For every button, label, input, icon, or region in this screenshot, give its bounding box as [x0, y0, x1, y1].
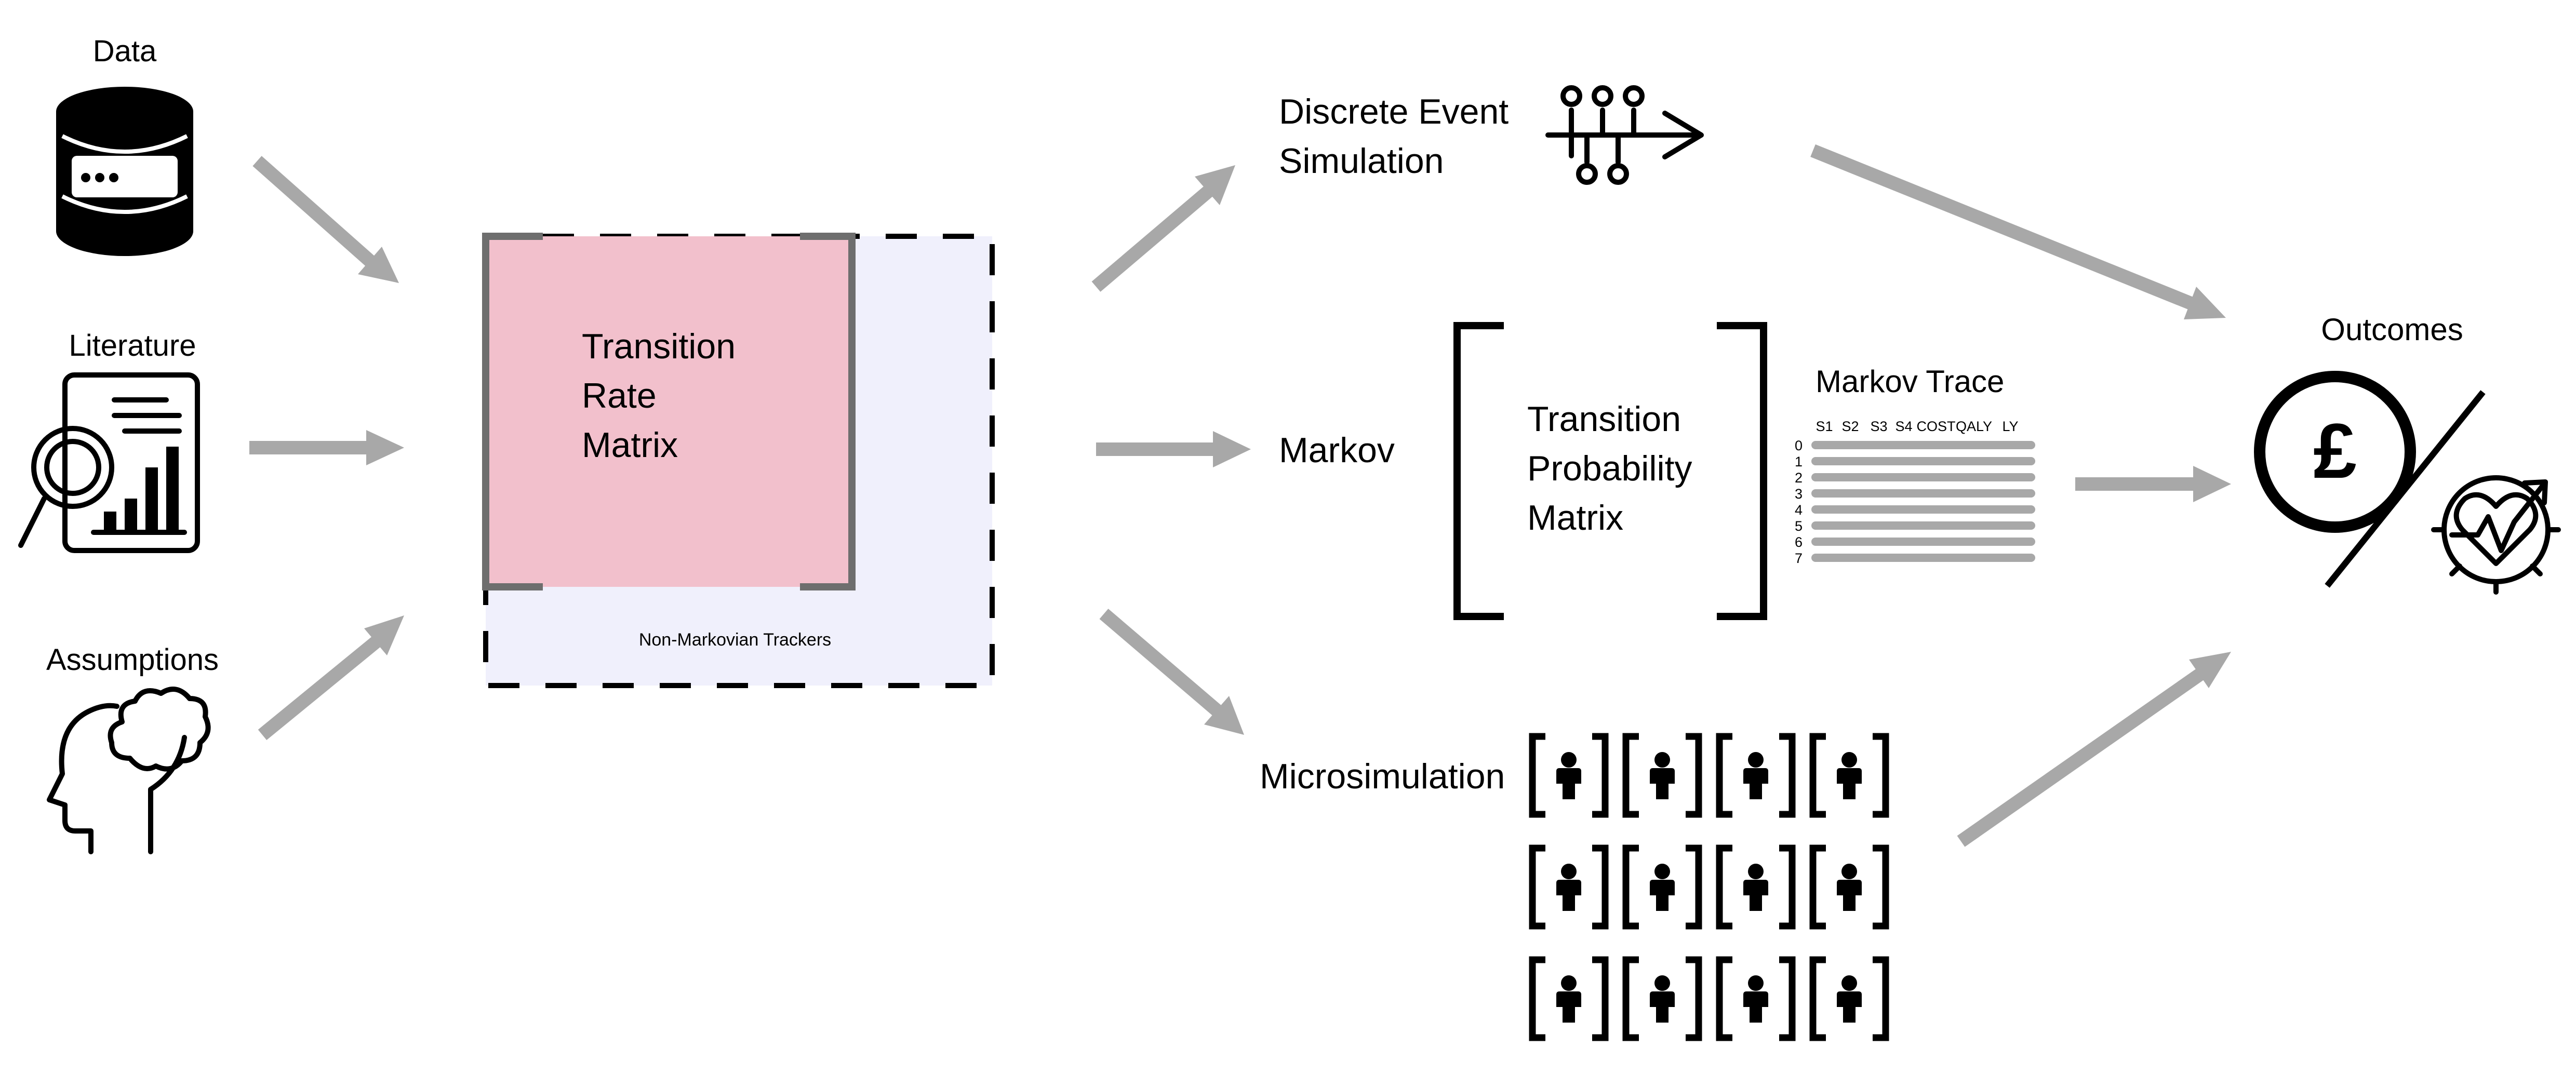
- person-icon: [1650, 864, 1675, 911]
- tpm-line-2: Probability: [1527, 449, 1692, 488]
- database-icon: [56, 87, 193, 256]
- person-icon: [1743, 864, 1768, 911]
- des-line-2: Simulation: [1279, 141, 1444, 181]
- individual-bracket: [1716, 844, 1796, 930]
- trace-col-ly: LY: [2002, 419, 2018, 434]
- outcomes-label: Outcomes: [2321, 312, 2463, 347]
- arrow-markov-to-outcomes: [2075, 466, 2231, 502]
- trace-row-label: 1: [1795, 454, 1803, 469]
- arrow-data-to-rate-matrix: [252, 156, 399, 283]
- person-icon: [1743, 752, 1768, 799]
- assumptions-label: Assumptions: [46, 643, 219, 677]
- person-icon: [1837, 864, 1862, 911]
- microsimulation-individuals-grid: [1529, 733, 1889, 1041]
- individual-bracket: [1809, 956, 1889, 1041]
- arrow-des-to-outcomes: [1810, 144, 2226, 319]
- transition-probability-matrix-brackets: [1453, 322, 1767, 620]
- heart-health-icon: [2431, 475, 2561, 595]
- arrow-core-to-markov: [1096, 431, 1251, 467]
- trace-row-label: 2: [1795, 470, 1803, 486]
- individual-bracket: [1809, 733, 1889, 818]
- arrow-literature-to-rate-matrix: [249, 430, 404, 465]
- arrow-core-to-des: [1091, 165, 1235, 292]
- trace-col-s4: S4: [1895, 419, 1912, 434]
- person-icon: [1556, 752, 1581, 799]
- individual-bracket: [1622, 733, 1702, 818]
- individual-bracket: [1529, 733, 1609, 818]
- trace-row-label: 3: [1795, 486, 1803, 502]
- individual-bracket: [1622, 956, 1702, 1041]
- event-timeline-icon: [1545, 85, 1704, 185]
- tpm-line-1: Transition: [1527, 399, 1681, 439]
- individual-bracket: [1716, 956, 1796, 1041]
- individual-bracket: [1529, 956, 1609, 1041]
- cost-effect-divider: [2325, 390, 2486, 588]
- individual-bracket: [1622, 844, 1702, 930]
- rate-matrix-line-2: Rate: [582, 376, 657, 415]
- arrow-assumptions-to-rate-matrix: [258, 615, 404, 741]
- trackers-label: Non-Markovian Trackers: [639, 630, 831, 650]
- data-label: Data: [93, 34, 157, 68]
- trace-row-label: 7: [1795, 551, 1803, 566]
- trace-row-label: 5: [1795, 518, 1803, 534]
- individual-bracket: [1716, 733, 1796, 818]
- person-icon: [1650, 752, 1675, 799]
- markov-trace-title: Markov Trace: [1816, 364, 2004, 399]
- person-icon: [1650, 975, 1675, 1023]
- arrow-core-to-microsimulation: [1099, 609, 1244, 735]
- person-icon: [1556, 864, 1581, 911]
- currency-symbol: £: [2313, 407, 2356, 494]
- trace-col-cost: COST: [1916, 419, 1955, 434]
- tpm-line-3: Matrix: [1527, 498, 1623, 538]
- person-icon: [1743, 975, 1768, 1023]
- des-line-1: Discrete Event: [1279, 92, 1509, 131]
- literature-label: Literature: [69, 329, 196, 363]
- head-thought-icon: [47, 687, 211, 854]
- microsimulation-label: Microsimulation: [1260, 757, 1505, 796]
- rate-matrix-line-3: Matrix: [582, 425, 678, 465]
- trace-row-label: 0: [1795, 438, 1803, 453]
- trace-col-s3: S3: [1870, 419, 1887, 434]
- rate-matrix-line-1: Transition: [582, 327, 736, 366]
- pound-coin-icon: £: [2254, 371, 2416, 533]
- trace-col-s1: S1: [1816, 419, 1833, 434]
- individual-bracket: [1529, 844, 1609, 930]
- trace-col-s2: S2: [1841, 419, 1859, 434]
- trace-row-label: 4: [1795, 502, 1803, 518]
- individual-bracket: [1809, 844, 1889, 930]
- arrow-microsim-to-outcomes: [1957, 652, 2231, 847]
- person-icon: [1837, 975, 1862, 1023]
- literature-report-icon: [18, 372, 200, 553]
- person-icon: [1556, 975, 1581, 1023]
- markov-trace-table: S1 S2 S3 S4 COST QALY LY 0 1 2 3 4 5 6 7: [1795, 419, 2035, 566]
- person-icon: [1837, 752, 1862, 799]
- trace-col-qaly: QALY: [1956, 419, 1992, 434]
- trace-row-label: 6: [1795, 534, 1803, 550]
- markov-label: Markov: [1279, 431, 1395, 470]
- transition-rate-matrix: [482, 233, 856, 590]
